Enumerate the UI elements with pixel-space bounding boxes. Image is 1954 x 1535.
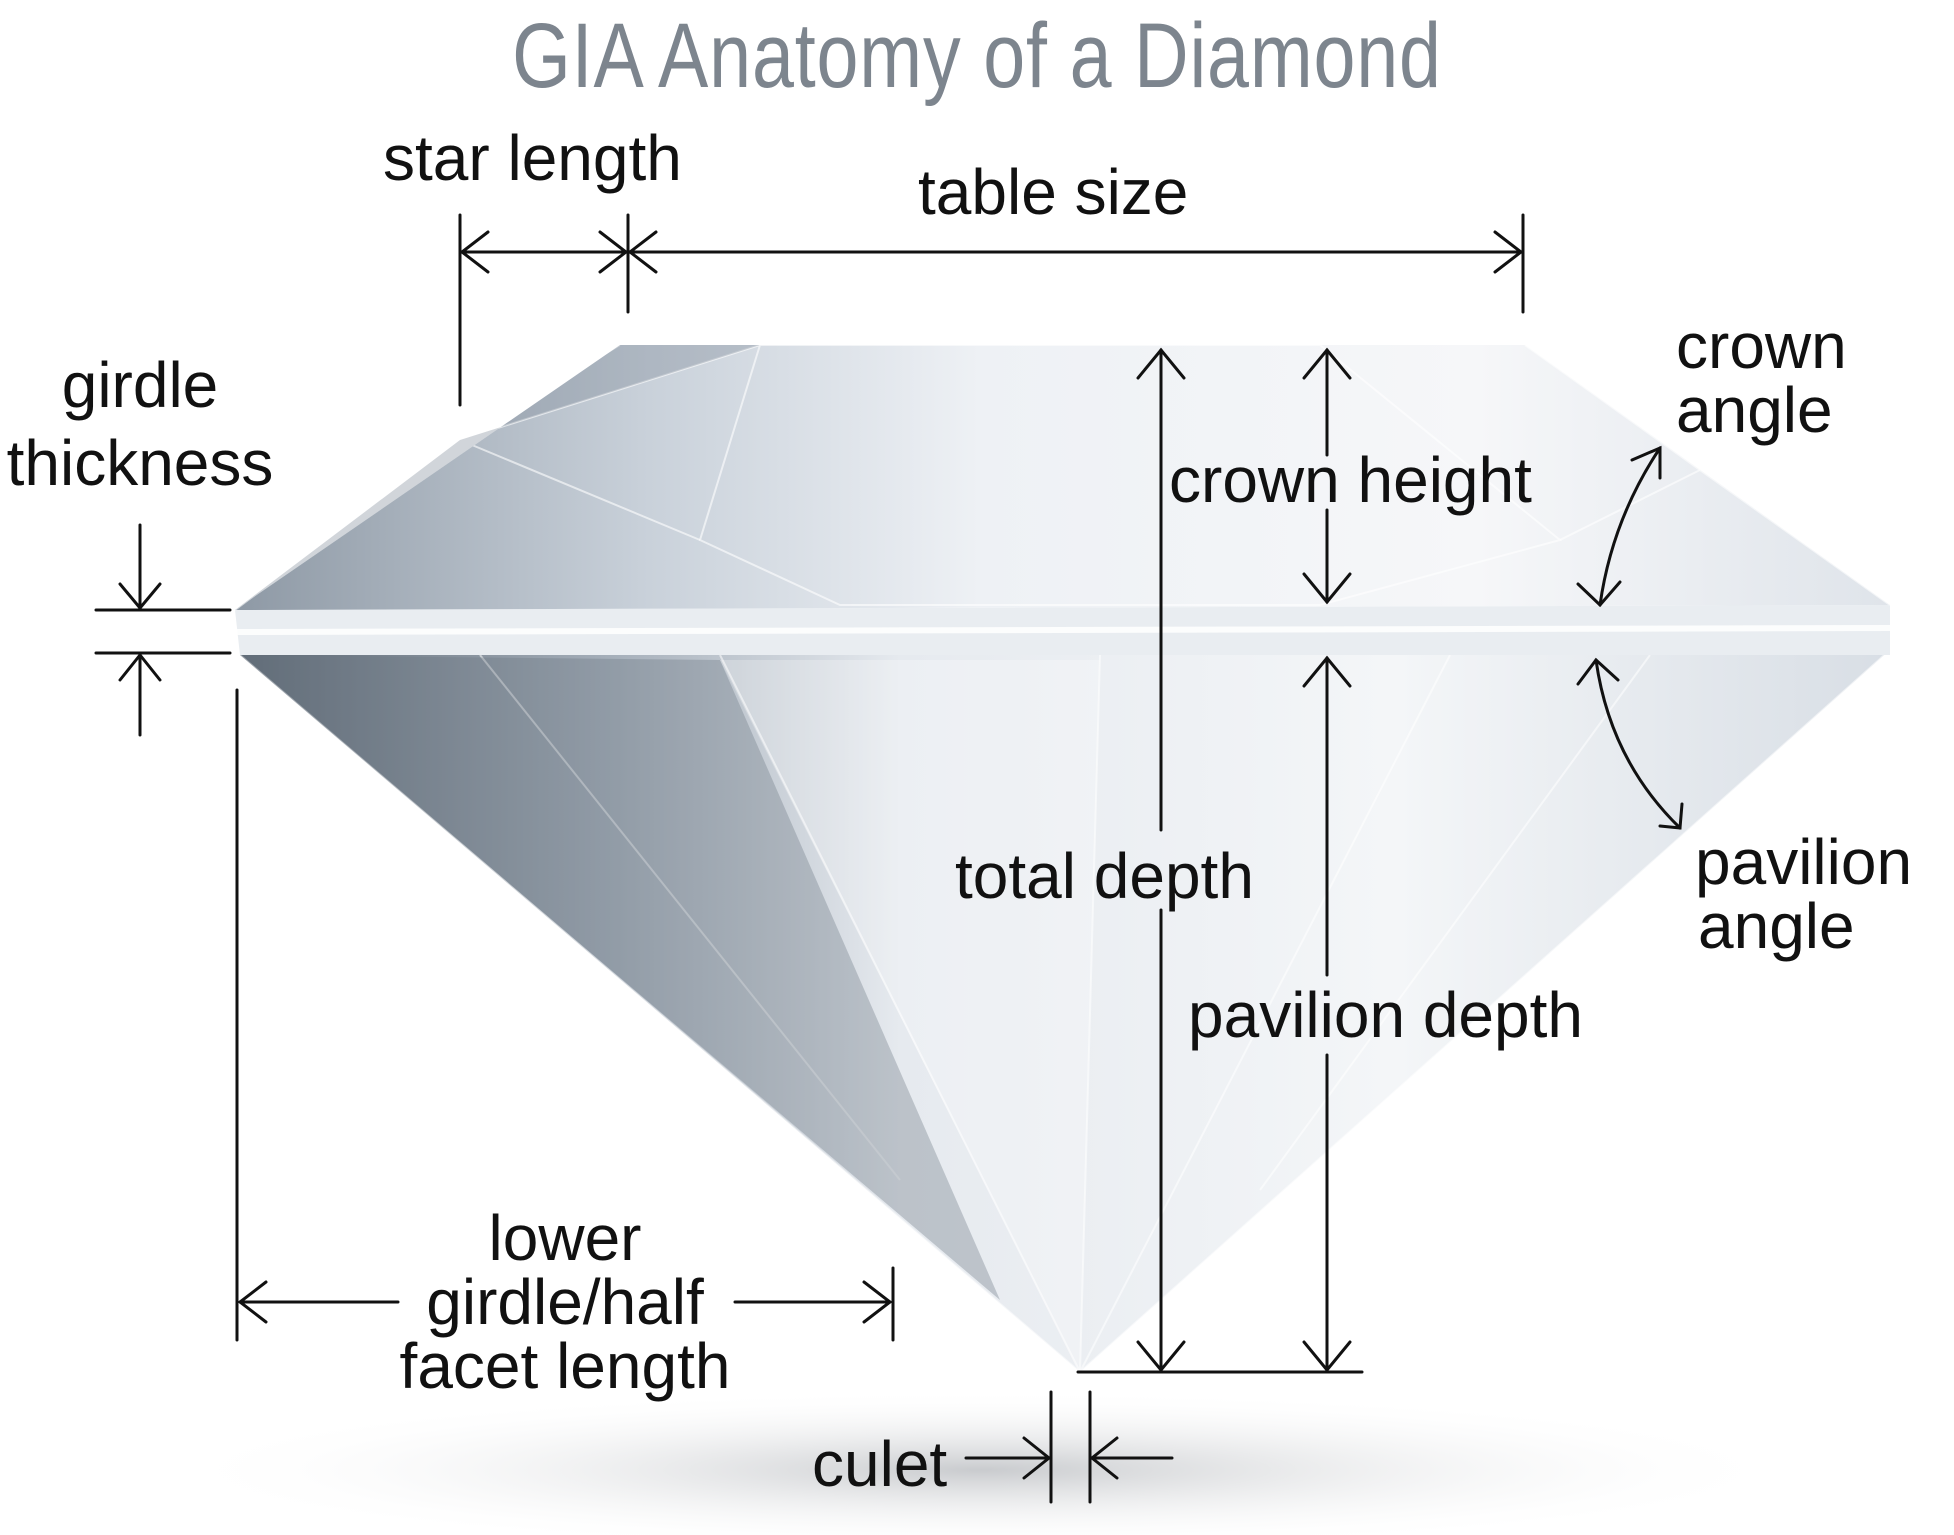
girdle-thickness-label: girdle thickness [0,353,280,495]
lower-girdle-line-1: lower [488,1202,642,1274]
pavilion-facets [239,649,1891,1373]
culet-label: culet [812,1428,948,1500]
measurement-lines [94,213,1684,1504]
pavilion-angle-label: pavilion angle [1695,830,1912,958]
girdle-thickness-line-1: girdle [61,349,219,421]
table-size-label: table size [918,156,1189,228]
lower-girdle-line-2: girdle/half [426,1266,704,1338]
pavilion-angle-line-2: angle [1698,890,1855,962]
pavilion-angle-line-1: pavilion [1695,826,1913,898]
diamond-crown [235,345,1890,610]
pavilion-depth-label: pavilion depth [1188,979,1583,1051]
crown-angle-label: crown angle [1676,314,1847,442]
lower-girdle-line-3: facet length [399,1330,731,1402]
diamond-reflection [160,1390,1800,1535]
crown-angle-line-2: angle [1676,374,1833,446]
star-length-label: star length [383,122,682,194]
crown-angle-line-1: crown [1676,310,1847,382]
crown-height-label: crown height [1169,444,1532,516]
girdle-thickness-line-2: thickness [6,427,274,499]
diagram-title: GIA Anatomy of a Diamond [512,5,1442,107]
lower-girdle-label: lower girdle/half facet length [385,1206,745,1398]
total-depth-label: total depth [955,840,1254,912]
diamond-pavilion [240,650,1890,1372]
crown-facets [234,344,1891,611]
